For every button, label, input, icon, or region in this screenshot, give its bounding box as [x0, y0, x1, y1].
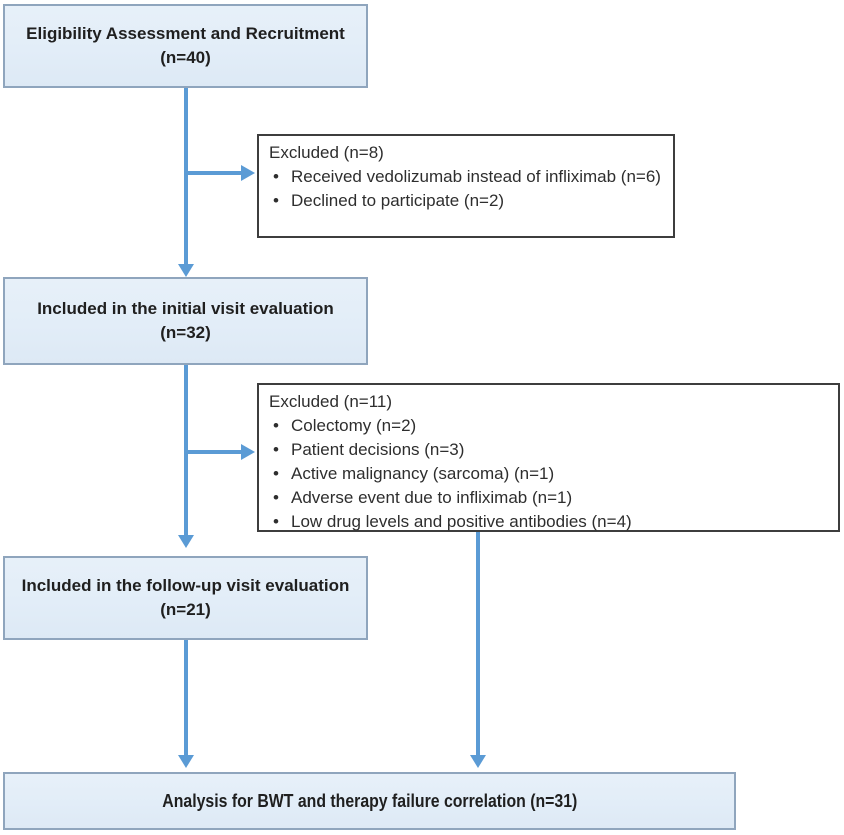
- excluded-2-item: Active malignancy (sarcoma) (n=1): [269, 462, 828, 486]
- excluded-2-item: Low drug levels and positive antibodies …: [269, 510, 828, 534]
- box-followup-visit: Included in the follow-up visit evaluati…: [3, 556, 368, 640]
- excluded-2-item: Colectomy (n=2): [269, 414, 828, 438]
- arrow-excluded1-shaft: [186, 171, 241, 175]
- box-followup-visit-count: (n=21): [160, 600, 211, 619]
- box-initial-visit: Included in the initial visit evaluation…: [3, 277, 368, 365]
- excluded-2-title: Excluded (n=11): [269, 392, 393, 411]
- arrow-followup-to-analysis-shaft: [184, 640, 188, 755]
- excluded-1-title: Excluded (n=8): [269, 143, 384, 162]
- arrow-eligibility-to-initial-shaft: [184, 88, 188, 264]
- excluded-2-list: Colectomy (n=2)Patient decisions (n=3)Ac…: [269, 414, 828, 534]
- box-analysis-label: Analysis for BWT and therapy failure cor…: [161, 791, 578, 811]
- excluded-1-item: Declined to participate (n=2): [269, 189, 663, 213]
- arrow-excluded2-to-analysis-shaft: [476, 532, 480, 755]
- box-analysis: Analysis for BWT and therapy failure cor…: [3, 772, 736, 830]
- box-eligibility-label: Eligibility Assessment and Recruitment: [26, 24, 345, 43]
- excluded-1-list: Received vedolizumab instead of inflixim…: [269, 165, 663, 213]
- box-initial-visit-label: Included in the initial visit evaluation: [37, 299, 334, 318]
- box-eligibility-count: (n=40): [160, 48, 211, 67]
- box-followup-visit-label: Included in the follow-up visit evaluati…: [21, 576, 350, 595]
- box-initial-visit-count: (n=32): [160, 323, 211, 342]
- excluded-2-item: Patient decisions (n=3): [269, 438, 828, 462]
- box-excluded-1: Excluded (n=8) Received vedolizumab inst…: [257, 134, 675, 238]
- box-excluded-2: Excluded (n=11) Colectomy (n=2)Patient d…: [257, 383, 840, 534]
- arrow-right-icon: [241, 444, 255, 460]
- arrow-excluded2-shaft: [186, 450, 241, 454]
- arrow-down-icon: [178, 535, 194, 548]
- excluded-2-item: Adverse event due to infliximab (n=1): [269, 486, 828, 510]
- arrow-down-icon: [470, 755, 486, 768]
- arrow-right-icon: [241, 165, 255, 181]
- excluded-1-item: Received vedolizumab instead of inflixim…: [269, 165, 663, 189]
- arrow-down-icon: [178, 264, 194, 277]
- box-eligibility: Eligibility Assessment and Recruitment (…: [3, 4, 368, 88]
- arrow-down-icon: [178, 755, 194, 768]
